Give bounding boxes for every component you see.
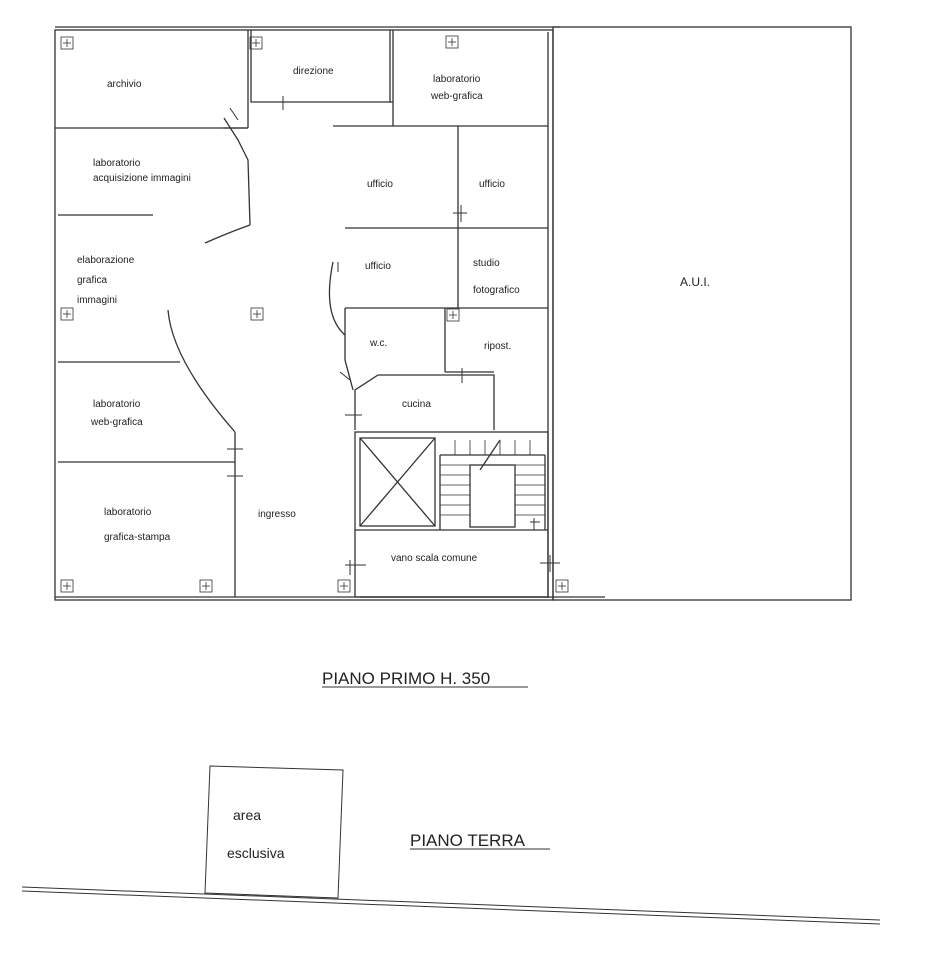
stair-well [469, 464, 516, 528]
corner-marker [446, 308, 460, 322]
label-wc: w.c. [369, 338, 387, 349]
label-aui: A.U.I. [680, 275, 710, 289]
label-lab-web-left-2: web-grafica [90, 417, 143, 428]
curve-wall [167, 309, 236, 433]
label-lab-web-top: laboratorio [433, 74, 481, 85]
label-lab-stampa-2: grafica-stampa [104, 532, 171, 543]
label-lab-stampa: laboratorio [104, 507, 152, 518]
label-fotografico: fotografico [473, 285, 520, 296]
corner-marker [60, 579, 74, 593]
label-ripost: ripost. [484, 341, 511, 352]
wall-wc [344, 335, 354, 391]
label-ingresso: ingresso [258, 509, 296, 520]
corner-marker [250, 307, 264, 321]
label-grafica: grafica [77, 275, 107, 286]
label-cucina: cucina [402, 399, 431, 410]
label-lab-acq-2: acquisizione immagini [93, 173, 191, 184]
elevator [359, 437, 436, 527]
label-ufficio-3: ufficio [365, 261, 391, 272]
corner-marker [199, 579, 213, 593]
wall-direzione [250, 30, 391, 103]
stair-block [354, 431, 549, 598]
corner-marker [445, 35, 459, 49]
door-ticks [227, 96, 560, 575]
label-esclusiva: esclusiva [227, 845, 285, 861]
exclusive-area-outline [204, 765, 344, 899]
label-elaborazione: elaborazione [77, 255, 135, 266]
corner-marker [60, 307, 74, 321]
aui-outline [552, 26, 852, 601]
label-ufficio-2: ufficio [479, 179, 505, 190]
label-area: area [233, 807, 261, 823]
label-immagini: immagini [77, 295, 117, 306]
wall-cucina [354, 374, 495, 430]
ground-line [21, 886, 881, 921]
wall-curve [223, 117, 251, 226]
label-direzione: direzione [293, 66, 334, 77]
label-studio: studio [473, 258, 500, 269]
ground-line [21, 890, 881, 925]
door-arc [204, 224, 251, 244]
label-lab-web-top-2: web-grafica [430, 91, 483, 102]
label-lab-web-left: laboratorio [93, 399, 141, 410]
title-piano-primo: PIANO PRIMO H. 350 [322, 669, 490, 688]
corner-marker [337, 579, 351, 593]
elevator-cross [359, 437, 436, 527]
stair-treads [440, 440, 545, 516]
corner-marker [249, 36, 263, 50]
corner-marker [555, 579, 569, 593]
corner-marker [60, 36, 74, 50]
diagonal [479, 439, 501, 471]
label-ufficio-1: ufficio [367, 179, 393, 190]
label-vano-scala: vano scala comune [391, 553, 478, 564]
label-lab-acq: laboratorio [93, 158, 141, 169]
door-arc [328, 261, 346, 336]
title-piano-terra: PIANO TERRA [410, 831, 526, 850]
label-archivio: archivio [107, 79, 142, 90]
